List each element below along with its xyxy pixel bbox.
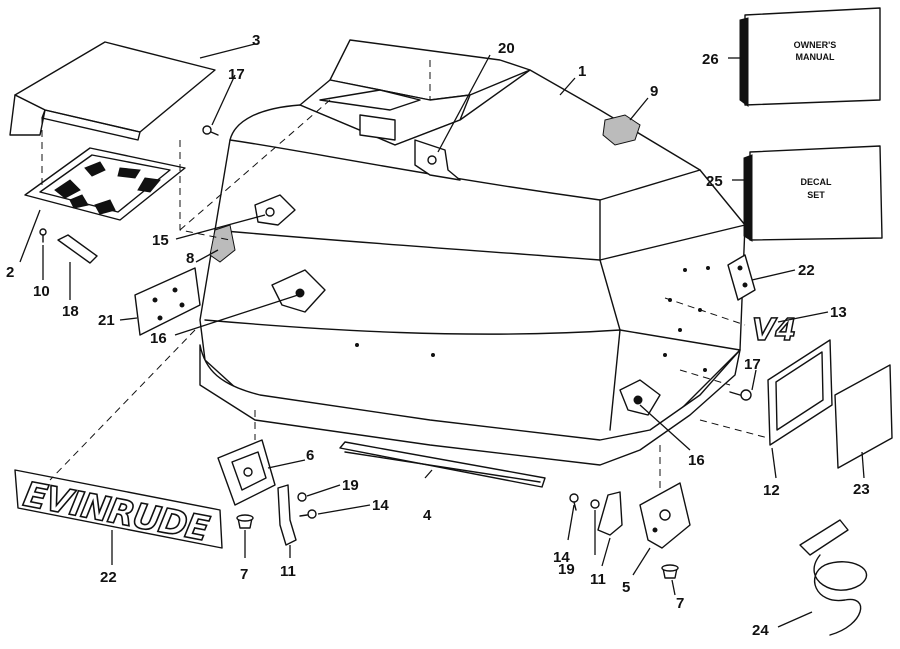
grommet-7-right — [661, 564, 679, 579]
callout-10: 10 — [33, 283, 50, 300]
evinrude-badge: EVINRUDE — [14, 469, 223, 551]
intake-cover-3 — [9, 41, 216, 141]
callout-15: 15 — [152, 232, 169, 249]
owners-manual-box: OWNER'S MANUAL — [739, 7, 881, 107]
decal-patch-9 — [602, 114, 641, 146]
callout-11-left: 11 — [280, 563, 296, 580]
callout-16-left: 16 — [150, 330, 167, 347]
callout-14-left: 14 — [372, 497, 389, 514]
bracket-16-right — [619, 379, 661, 416]
callout-17-top: 17 — [228, 66, 245, 83]
latch-6 — [217, 439, 276, 506]
callout-22-bracket: 22 — [798, 262, 815, 279]
cable-24 — [799, 519, 868, 636]
bracket-plate-21 — [134, 267, 201, 336]
owners-manual-line1: OWNER'S — [794, 40, 837, 50]
callout-13: 13 — [830, 304, 847, 321]
strip-18 — [57, 234, 98, 264]
callout-labels: 1 2 3 4 5 6 7 7 8 9 10 11 11 12 13 14 14… — [6, 32, 870, 639]
owners-manual-line2: MANUAL — [796, 52, 835, 62]
washer-19-right — [590, 499, 600, 509]
decal-set-line2: SET — [807, 190, 825, 200]
grille-plate-2 — [24, 147, 186, 221]
decal-set-box: DECAL SET — [743, 145, 883, 242]
callout-8: 8 — [186, 250, 194, 267]
callout-18: 18 — [62, 303, 79, 320]
decal-set-line1: DECAL — [801, 177, 833, 187]
callout-19-left: 19 — [342, 477, 359, 494]
callout-17-right: 17 — [744, 356, 761, 373]
bracket-11-right — [597, 491, 623, 536]
callout-6: 6 — [306, 447, 314, 464]
screw-14-right — [569, 493, 579, 511]
screw-10 — [39, 228, 47, 243]
callout-26: 26 — [702, 51, 719, 68]
washer-19-left — [297, 492, 307, 502]
callout-2: 2 — [6, 264, 14, 281]
panel-12 — [767, 339, 833, 446]
callout-1: 1 — [578, 63, 586, 80]
assembly-lines — [41, 60, 769, 490]
latch-5 — [639, 482, 691, 549]
callout-16-right: 16 — [688, 452, 705, 469]
callout-7-left: 7 — [240, 566, 248, 583]
callout-12: 12 — [763, 482, 780, 499]
callout-4: 4 — [423, 507, 432, 524]
bracket-16-left — [271, 269, 326, 313]
callout-23: 23 — [853, 481, 870, 498]
evinrude-badge-text: EVINRUDE — [20, 475, 214, 551]
callout-14-right: 14 — [553, 549, 570, 566]
motor-cover — [199, 39, 746, 466]
screw-14-left — [299, 509, 317, 519]
screw-17-right — [729, 389, 752, 401]
bracket-15 — [254, 194, 296, 226]
callout-9: 9 — [650, 83, 658, 100]
decal-patch-8 — [209, 224, 236, 263]
callout-22-badge: 22 — [100, 569, 117, 586]
screw-17-top — [202, 125, 219, 136]
v4-badge-text: V4 — [752, 313, 796, 348]
callout-5: 5 — [622, 579, 630, 596]
bracket-22-right — [727, 254, 756, 301]
callout-25: 25 — [706, 173, 723, 190]
grommet-7-left — [236, 514, 254, 529]
leader-lines — [19, 43, 865, 628]
v4-badge: V4 — [751, 312, 797, 349]
bracket-20 — [414, 139, 461, 181]
callout-19-right: 19 — [558, 561, 575, 578]
callout-21: 21 — [98, 312, 115, 329]
trim-strip-4 — [339, 441, 546, 488]
callout-7-right: 7 — [676, 595, 684, 612]
callout-11-right: 11 — [590, 571, 606, 588]
callout-3: 3 — [252, 32, 260, 49]
callout-24: 24 — [752, 622, 769, 639]
bracket-11-left — [277, 484, 297, 546]
panel-23 — [834, 364, 893, 469]
callout-20: 20 — [498, 40, 515, 57]
